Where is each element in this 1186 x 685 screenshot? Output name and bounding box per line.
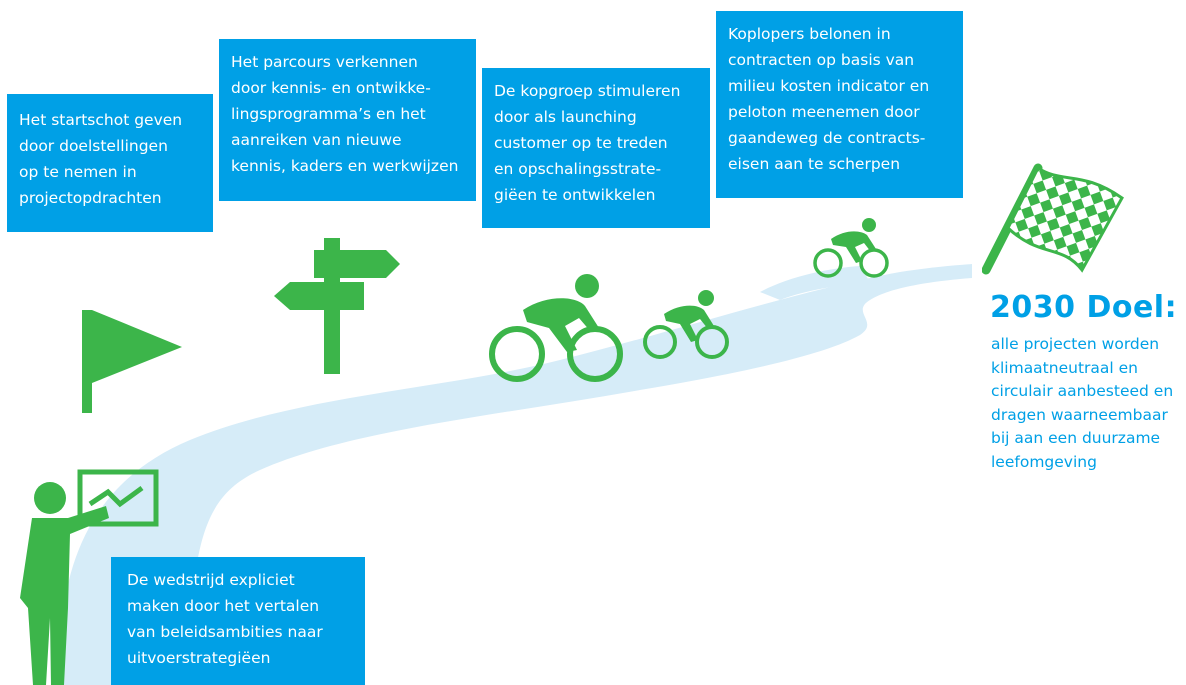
step-box-reward: Koplopers belonen in contracten op basis… (716, 11, 963, 198)
goal-title: 2030 Doel: (990, 290, 1178, 325)
goal-text: alle projecten worden klimaatneutraal en… (991, 335, 1174, 471)
start-flag-icon (82, 310, 182, 413)
signpost-icon (274, 238, 400, 374)
cyclist-icon (643, 290, 729, 359)
step-box-explore: Het parcours verkennen door kennis- en o… (219, 39, 476, 201)
finish-flag-icon (982, 163, 1124, 275)
cyclist-icon (813, 218, 889, 278)
cyclist-icon (489, 274, 623, 382)
step-box-explicit: De wedstrijd expliciet maken door het ve… (111, 557, 365, 685)
step-box-start: Het startschot geven door doelstellingen… (7, 94, 213, 232)
presenter-icon (20, 469, 159, 685)
step-box-leaders: De kopgroep stimuleren door als launchin… (482, 68, 710, 228)
